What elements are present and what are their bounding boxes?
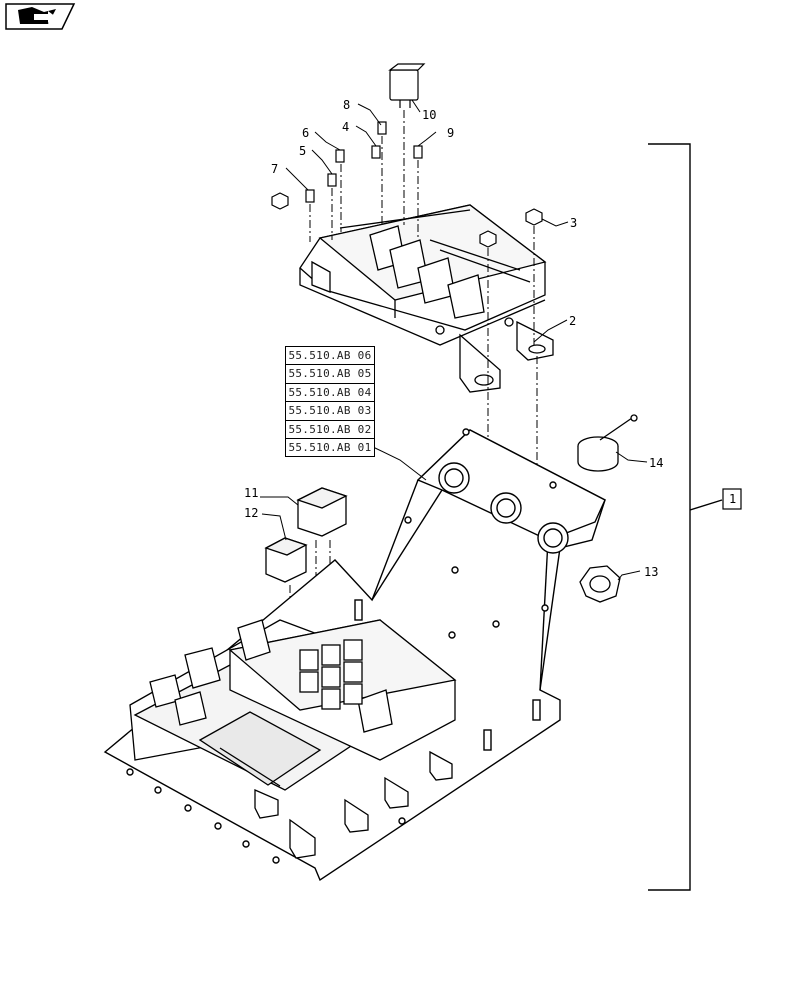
leader-lines [260,99,648,581]
nut-mid [479,230,497,248]
callout-10: 10 [422,108,436,122]
lower-fuse-box [129,619,457,859]
upper-small-parts [271,63,543,248]
callout-1: 1 [729,492,736,506]
fuse-4 [371,145,381,159]
callout-8: 8 [343,98,350,112]
relay-10 [389,69,419,101]
fuse-9 [413,145,423,159]
fuse-5 [327,173,337,187]
ref-link-06[interactable]: 55.510.AB 06 [288,349,372,362]
reference-table: 55.510.AB 06 55.510.AB 05 55.510.AB 04 5… [285,346,375,458]
fuse-7 [305,189,315,203]
ref-link-03[interactable]: 55.510.AB 03 [286,401,374,419]
callout-5: 5 [299,144,306,158]
back-to-index-button[interactable] [4,3,76,31]
callout-9: 9 [447,126,454,140]
ref-link-02[interactable]: 55.510.AB 02 [286,419,374,438]
assembly-bracket [648,143,723,891]
nut-left [271,192,289,210]
callout-11: 11 [244,486,258,500]
nut-3 [525,208,543,226]
callout-4: 4 [342,120,349,134]
small-hardware [577,414,638,603]
callout-2: 2 [569,314,576,328]
callout-12: 12 [244,506,258,520]
callout-14: 14 [649,456,663,470]
ref-link-01[interactable]: 55.510.AB 01 [286,437,374,456]
ref-link-05[interactable]: 55.510.AB 05 [286,364,374,382]
callout-3: 3 [570,216,577,230]
callout-13: 13 [644,565,658,579]
ref-link-04[interactable]: 55.510.AB 04 [286,382,374,401]
callout-6: 6 [302,126,309,140]
callout-1-box: 1 [722,488,742,510]
book-page-arrow-icon [5,3,76,30]
fuse-6 [335,149,345,163]
fuse-8 [377,121,387,135]
lower-relays [264,487,348,583]
callout-7: 7 [271,162,278,176]
callout-labels: 10 8 4 9 6 5 7 3 2 11 12 13 14 [244,98,663,579]
